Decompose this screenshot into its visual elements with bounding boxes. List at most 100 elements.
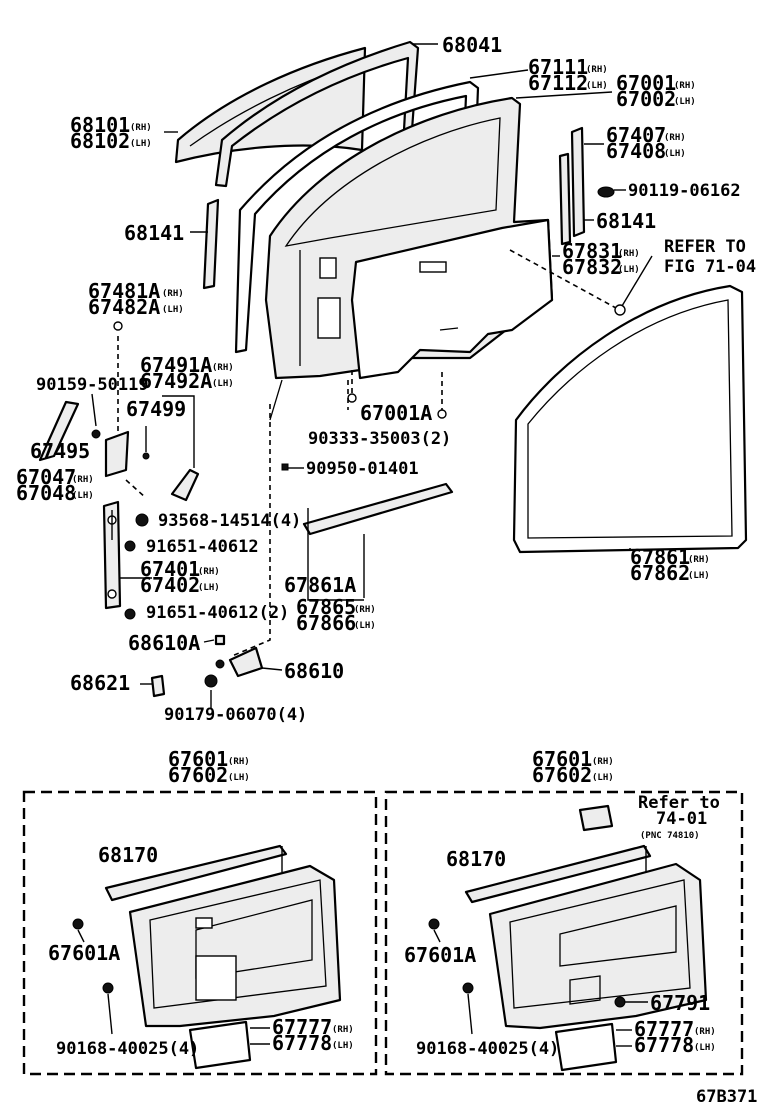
label-68610a: 68610A xyxy=(128,631,200,655)
suffix-right-67777: (RH) xyxy=(694,1027,716,1037)
door-check xyxy=(102,500,149,620)
label-left-67601a: 67601A xyxy=(48,941,120,965)
label-67048: 67048 xyxy=(16,481,76,505)
suffix-67001: (RH) xyxy=(674,81,696,91)
label-right-67791: 67791 xyxy=(650,991,710,1015)
label-67861a: 67861A xyxy=(284,573,356,597)
label-68141-left: 68141 xyxy=(124,221,184,245)
suffix-67402: (LH) xyxy=(198,583,220,593)
label-68102: 68102 xyxy=(70,129,130,153)
refer-fig-74-line1: Refer to xyxy=(638,793,720,813)
outside-handle-parts xyxy=(38,321,200,502)
suffix-68101: (RH) xyxy=(130,123,152,133)
label-67832: 67832 xyxy=(562,255,622,279)
label-67495: 67495 xyxy=(30,439,90,463)
right-trim-group xyxy=(384,790,744,1076)
label-left-67777: 67777 xyxy=(272,1015,332,1039)
label-left-68170: 68170 xyxy=(98,843,158,867)
suffix-67491a: (RH) xyxy=(212,363,234,373)
suffix-67407: (RH) xyxy=(664,133,686,143)
label-91651-40612: 91651-40612 xyxy=(146,537,259,557)
suffix-67481a: (RH) xyxy=(162,289,184,299)
suffix-68102: (LH) xyxy=(130,139,152,149)
label-67002: 67002 xyxy=(616,87,676,111)
suffix-right-67778: (LH) xyxy=(694,1043,716,1053)
suffix-right-67602: (LH) xyxy=(592,773,614,783)
label-67111: 67111 xyxy=(528,55,588,79)
label-67112: 67112 xyxy=(528,71,588,95)
assembly-lines xyxy=(117,249,617,657)
label-67047: 67047 xyxy=(16,465,76,489)
suffix-67401: (RH) xyxy=(198,567,220,577)
diagram-id: 67B371 xyxy=(696,1087,757,1107)
clips xyxy=(281,304,626,471)
label-67866: 67866 xyxy=(296,611,356,635)
suffix-67047: (RH) xyxy=(72,475,94,485)
label-right-67601: 67601 xyxy=(532,747,592,771)
suffix-left-67778: (LH) xyxy=(332,1041,354,1051)
label-67499: 67499 xyxy=(126,397,186,421)
suffix-67861: (RH) xyxy=(688,555,710,565)
label-67491a: 67491A xyxy=(140,353,212,377)
suffix-right-67601: (RH) xyxy=(592,757,614,767)
suffix-67408: (LH) xyxy=(664,149,686,159)
refer-fig-74-pnc: (PNC 74810) xyxy=(640,831,700,841)
label-90179-06070: 90179-06070(4) xyxy=(164,705,307,725)
suffix-67111: (RH) xyxy=(586,65,608,75)
label-67402: 67402 xyxy=(140,573,200,597)
label-90119-06162: 90119-06162 xyxy=(628,181,741,201)
suffix-67482a: (LH) xyxy=(162,305,184,315)
label-90950-01401: 90950-01401 xyxy=(306,459,419,479)
label-68141-right: 68141 xyxy=(596,209,656,233)
label-91651-40612-2: 91651-40612(2) xyxy=(146,603,289,623)
label-67482a: 67482A xyxy=(88,295,160,319)
label-68041: 68041 xyxy=(442,33,502,57)
suffix-67832: (LH) xyxy=(618,265,640,275)
part-labels: 68041 67111 (RH) 67112 (LH) 67001 (RH) 6… xyxy=(16,33,757,1107)
label-right-67777: 67777 xyxy=(634,1017,694,1041)
label-67831: 67831 xyxy=(562,239,622,263)
label-90333-35003: 90333-35003(2) xyxy=(308,429,451,449)
label-right-68170: 68170 xyxy=(446,847,506,871)
label-67401: 67401 xyxy=(140,557,200,581)
refer-fig-71-line1: REFER TO xyxy=(664,237,746,257)
suffix-67862: (LH) xyxy=(688,571,710,581)
belt-moulding xyxy=(302,482,454,536)
label-left-90168: 90168-40025(4) xyxy=(56,1039,199,1059)
label-67865: 67865 xyxy=(296,595,356,619)
suffix-67112: (LH) xyxy=(586,81,608,91)
door-lock xyxy=(150,634,264,698)
suffix-left-67602: (LH) xyxy=(228,773,250,783)
suffix-67002: (LH) xyxy=(674,97,696,107)
label-67001: 67001 xyxy=(616,71,676,95)
label-67407: 67407 xyxy=(606,123,666,147)
label-93568-14514: 93568-14514(4) xyxy=(158,511,301,531)
suffix-left-67601: (RH) xyxy=(228,757,250,767)
suffix-67866: (LH) xyxy=(354,621,376,631)
glass-run-lower xyxy=(202,198,220,290)
label-68101: 68101 xyxy=(70,113,130,137)
label-67481a: 67481A xyxy=(88,279,160,303)
label-right-67778: 67778 xyxy=(634,1033,694,1057)
refer-fig-71-line2: FIG 71-04 xyxy=(664,257,756,277)
leader-lines xyxy=(91,43,653,708)
suffix-67831: (RH) xyxy=(618,249,640,259)
label-left-67601: 67601 xyxy=(168,747,228,771)
label-right-67601a: 67601A xyxy=(404,943,476,967)
door-opening-weatherstrip xyxy=(512,284,748,554)
label-right-67602: 67602 xyxy=(532,763,592,787)
suffix-67492a: (LH) xyxy=(212,379,234,389)
bolt-90119 xyxy=(597,186,615,198)
refer-fig-74-line2: 74-01 xyxy=(656,809,707,829)
label-68621: 68621 xyxy=(70,671,130,695)
label-left-67602: 67602 xyxy=(168,763,228,787)
suffix-67865: (RH) xyxy=(354,605,376,615)
left-trim-group xyxy=(22,790,378,1076)
suffix-67048: (LH) xyxy=(72,491,94,501)
label-67492a: 67492A xyxy=(140,369,212,393)
label-67408: 67408 xyxy=(606,139,666,163)
suffix-left-67777: (RH) xyxy=(332,1025,354,1035)
label-right-90168: 90168-40025(4) xyxy=(416,1039,559,1059)
label-left-67778: 67778 xyxy=(272,1031,332,1055)
